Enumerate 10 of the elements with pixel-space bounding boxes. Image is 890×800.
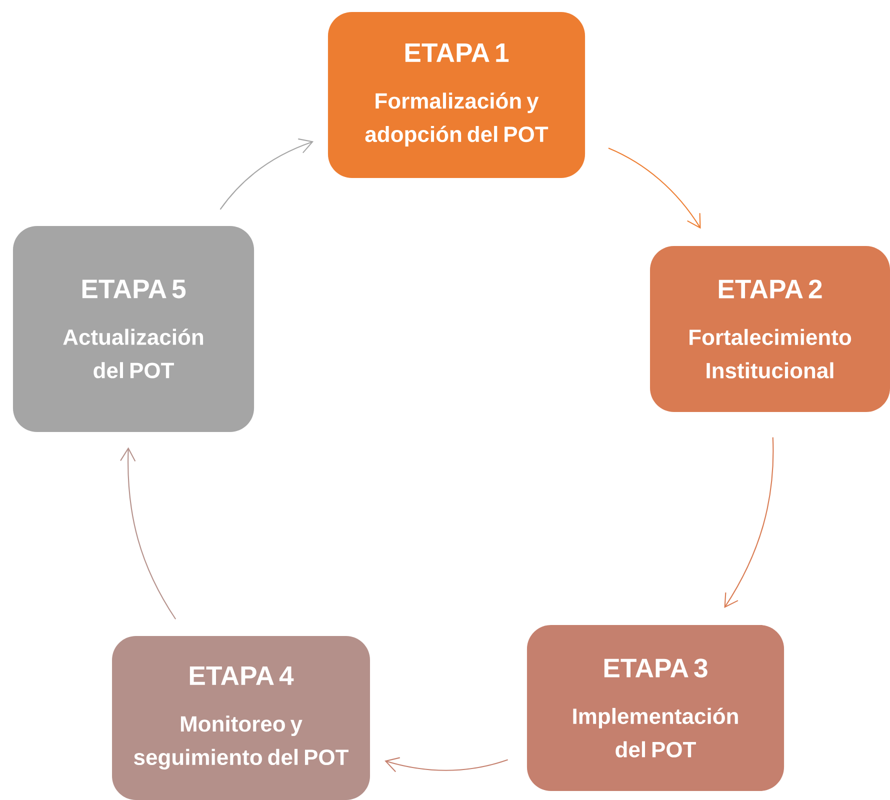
arrow [384, 757, 508, 772]
arrow [120, 447, 176, 620]
stage-box: ETAPA 2 Fortalecimiento Institucional [650, 246, 890, 412]
stage-box: ETAPA 4 Monitoreo y seguimiento del POT [112, 636, 370, 800]
arrow [724, 437, 774, 608]
stage-box: ETAPA 3 Implementación del POT [526, 625, 784, 791]
arrow [220, 138, 314, 210]
stage-box: ETAPA 5 Actualización del POT [12, 226, 254, 432]
stage-box: ETAPA 1 Formalización y adopción del POT [328, 12, 586, 178]
arrow [608, 148, 701, 229]
